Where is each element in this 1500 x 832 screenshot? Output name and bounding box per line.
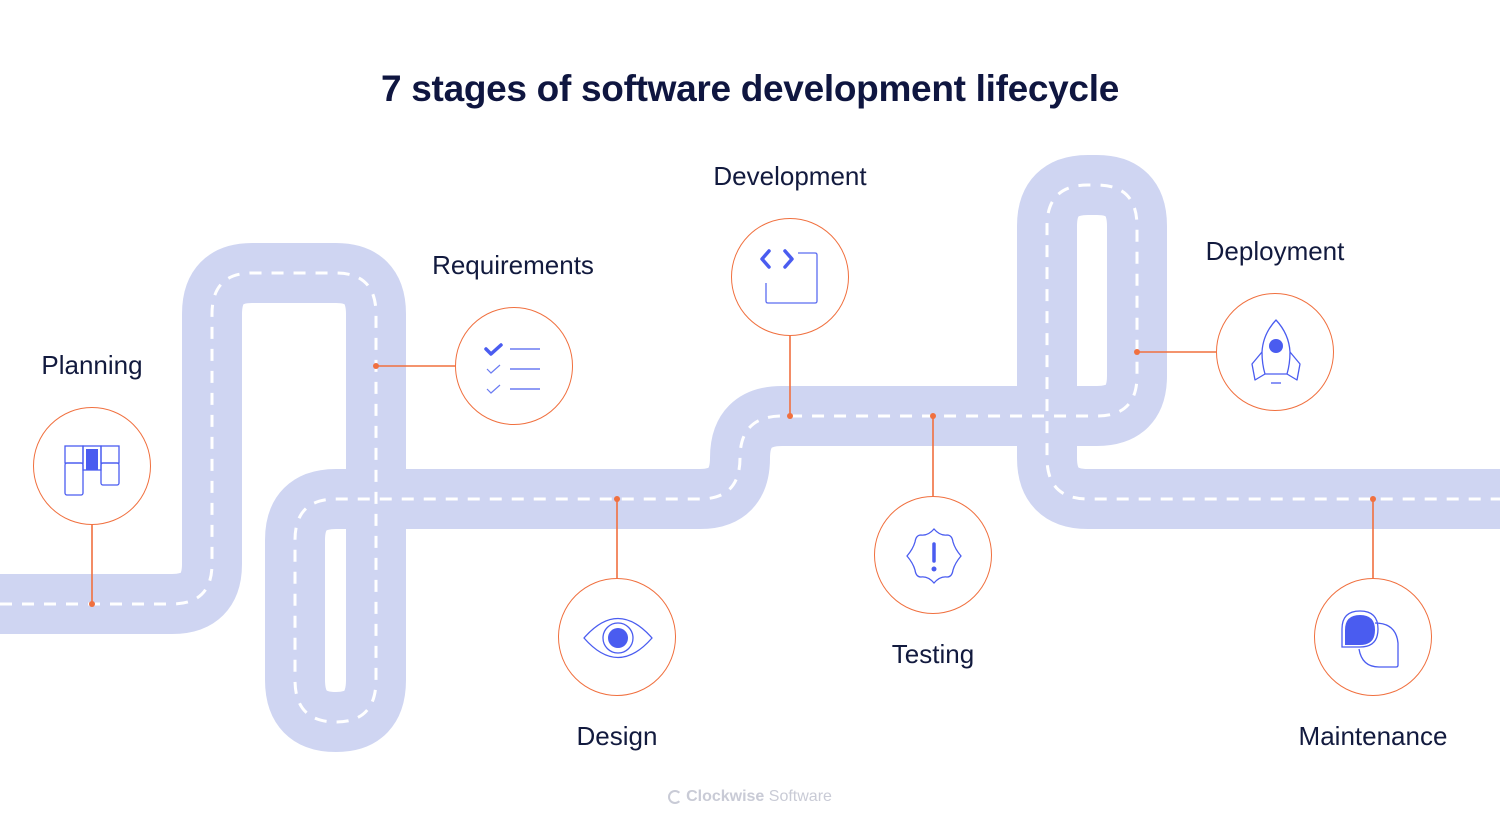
clockwise-logo-icon [668,790,683,804]
brand-name-light: Software [764,788,832,805]
chat-bubbles-icon [1341,610,1399,668]
page-title: 7 stages of software development lifecyc… [381,68,1119,109]
stage-label-requirements: Requirements [432,250,594,280]
stage-label-maintenance: Maintenance [1298,721,1448,751]
stage-label-design: Design [576,721,658,751]
stage-node-requirements[interactable] [455,307,573,425]
stage-label-deployment: Deployment [1205,236,1345,266]
stage-node-design[interactable] [558,578,676,696]
stage-label-development: Development [713,161,867,191]
stage-node-deployment[interactable] [1216,293,1334,411]
stage-node-maintenance[interactable] [1314,578,1432,696]
eye-icon [583,617,653,659]
rocket-icon [1251,319,1301,384]
kanban-board-icon [64,445,120,496]
stage-node-development[interactable] [731,218,849,336]
brand-footer: Clockwise Software [0,788,1500,806]
stage-label-testing: Testing [891,639,975,669]
stage-node-testing[interactable] [874,496,992,614]
alert-badge-icon [906,528,962,584]
checklist-icon [484,343,540,394]
stage-label-planning: Planning [41,350,143,380]
stage-node-planning[interactable] [33,407,151,525]
code-window-icon [760,249,818,304]
brand-name-bold: Clockwise [686,788,765,805]
